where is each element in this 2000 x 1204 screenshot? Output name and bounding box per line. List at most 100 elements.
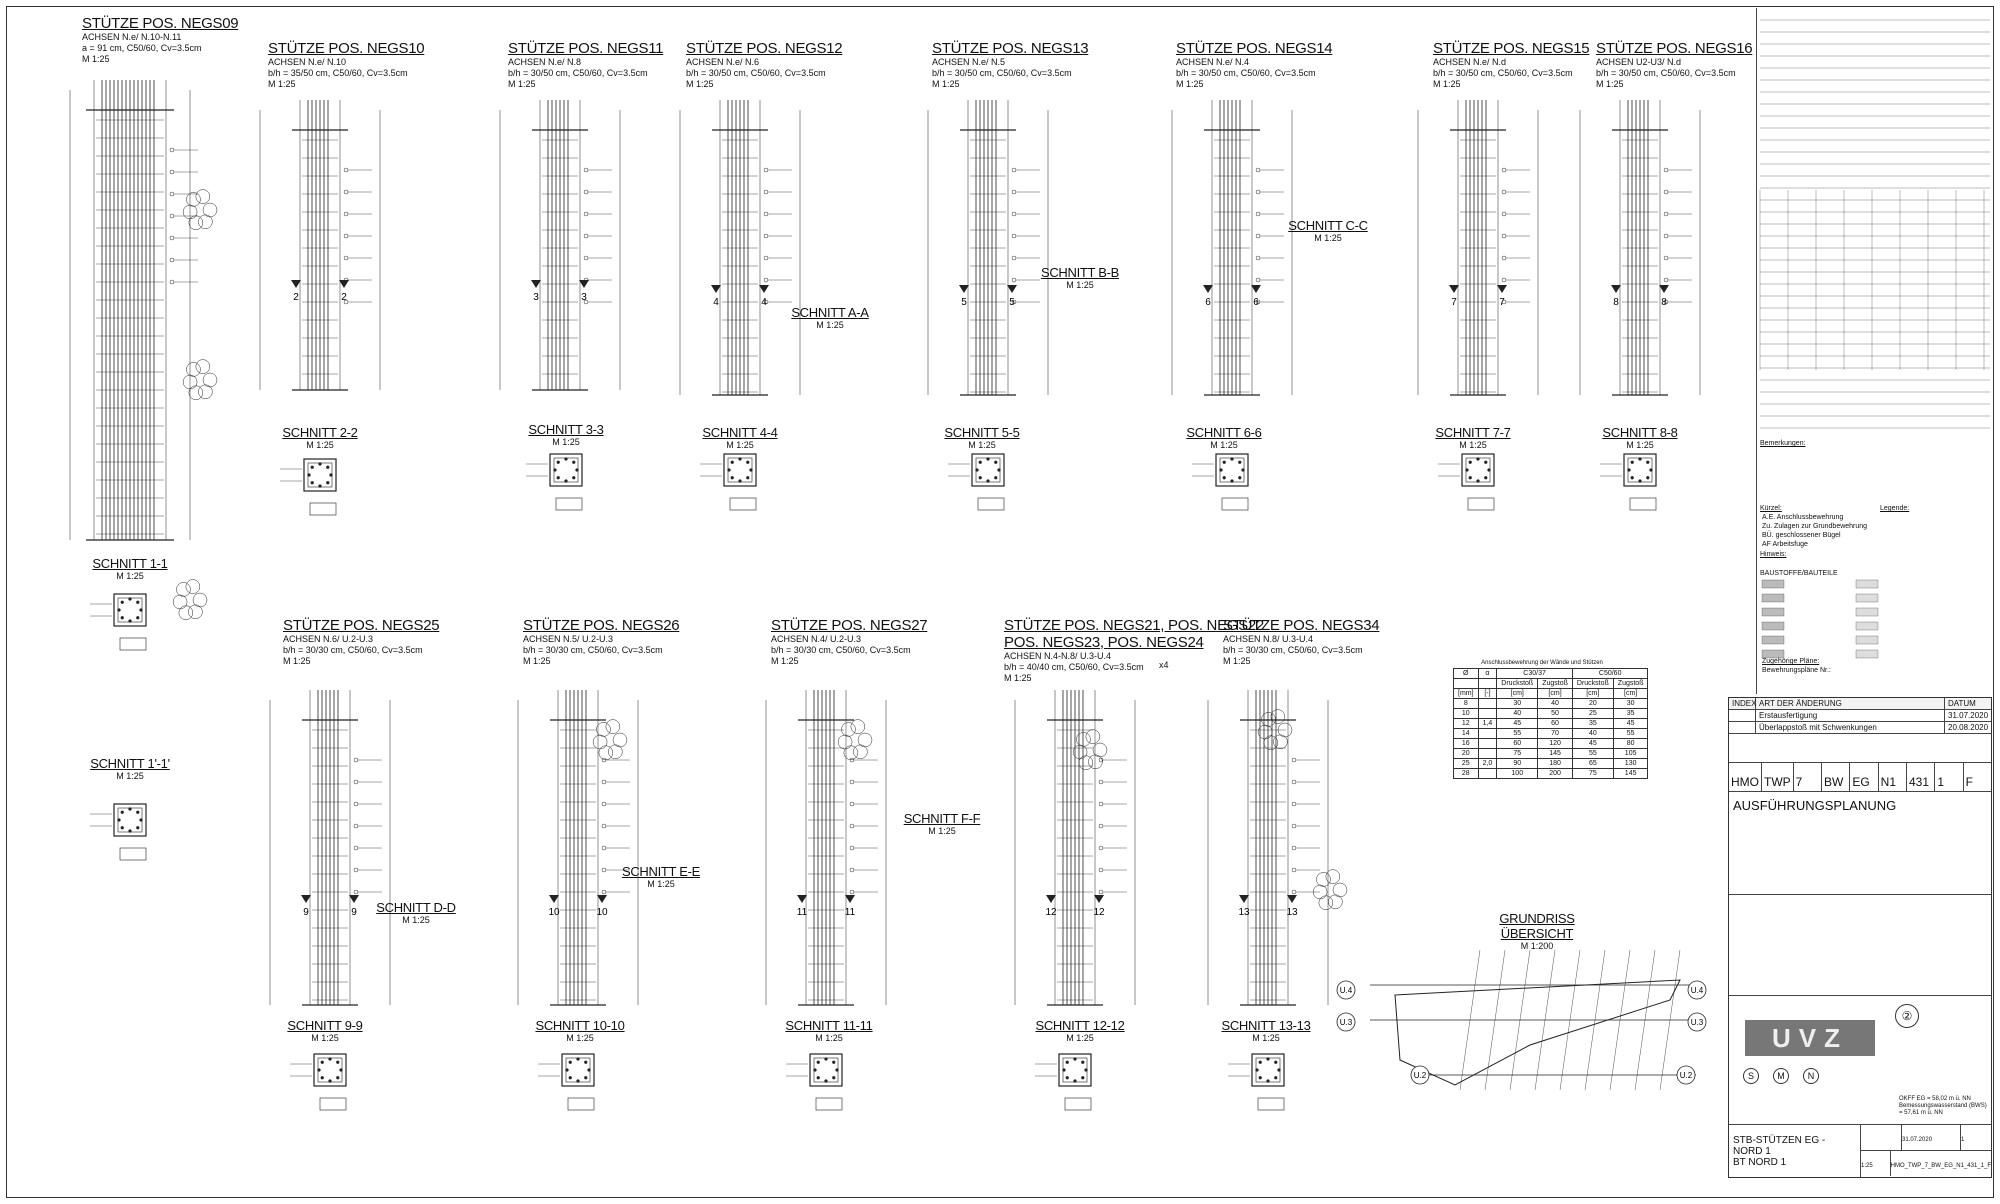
bar-mark — [1098, 823, 1104, 829]
bar-dot — [136, 616, 140, 620]
code-part: N1 — [1879, 763, 1907, 791]
section-outline — [1058, 1053, 1092, 1087]
anchorage-cell: 30 — [1612, 698, 1649, 709]
anchorage-cell: 20 — [1453, 748, 1479, 759]
plan-title: STB-STÜTZEN EG - NORD 1 — [1733, 1135, 1826, 1157]
bar-dot — [564, 479, 568, 483]
bar-mark — [1501, 211, 1507, 217]
bar-dot — [318, 462, 322, 466]
bar-dot — [136, 600, 140, 604]
bar-mark — [601, 801, 607, 807]
bar-mark — [1255, 211, 1261, 217]
stirrup-shape — [567, 1097, 595, 1111]
bar-dot — [1487, 468, 1491, 472]
section-title: SCHNITT A-A — [791, 305, 869, 320]
revision-cloud — [1078, 755, 1094, 770]
revision-cloud — [850, 719, 866, 734]
section-title: SCHNITT B-B — [1040, 265, 1120, 280]
anchorage-cell: 45 — [1612, 718, 1649, 729]
overview-caption: GRUNDRISS ÜBERSICHT M 1:200 — [1462, 911, 1612, 951]
north-label: M — [1773, 1068, 1789, 1084]
bar-dot — [730, 476, 734, 480]
cut-label: 8 — [1661, 297, 1667, 308]
cut-marker — [1497, 285, 1507, 293]
section-scale: M 1:25 — [1066, 1033, 1094, 1043]
axis-label: U.2 — [1680, 1071, 1693, 1080]
column-title: STÜTZE POS. NEGS26 — [523, 617, 680, 634]
bar-mark — [1255, 233, 1261, 239]
axis-bubble — [1687, 1012, 1707, 1032]
meta-scale: 1:25 — [1861, 1151, 1891, 1176]
stirrup-shape — [1467, 497, 1495, 511]
bar-dot — [1084, 1068, 1088, 1072]
bar-dot — [994, 460, 998, 464]
cut-label: 5 — [1009, 297, 1015, 308]
column-header-negs10: STÜTZE POS. NEGS10 ACHSEN N.e/ N.10 b/h … — [268, 40, 425, 90]
material-swatch — [1761, 579, 1785, 589]
bar-mark — [601, 757, 607, 763]
material-swatch — [1855, 649, 1879, 659]
plan-gridline — [1634, 949, 1656, 1091]
revision-cloud — [1316, 872, 1331, 887]
bar-dot — [310, 481, 314, 485]
bar-dot — [564, 457, 568, 461]
column-header-negs27: STÜTZE POS. NEGS27 ACHSEN N.4/ U.2-U.3 b… — [771, 617, 928, 667]
cut-label: 8 — [1613, 297, 1619, 308]
cut-label: 3 — [533, 292, 539, 303]
column-scale: M 1:25 — [508, 79, 536, 89]
anchorage-cell: 40 — [1537, 698, 1573, 709]
cut-label: 13 — [1286, 907, 1298, 918]
cut-label: 2 — [341, 292, 347, 303]
bar-mark — [849, 801, 855, 807]
cut-marker — [531, 280, 541, 288]
anchorage-cell: 100 — [1496, 768, 1539, 779]
column-dim: b/h = 30/50 cm, C50/60, Cv=3.5cm — [508, 68, 648, 78]
bar-mark — [1663, 167, 1669, 173]
cut-marker — [301, 895, 311, 903]
bar-dot — [1081, 1076, 1085, 1080]
anchorage-cell: 55 — [1612, 728, 1649, 739]
section-scale: M 1:25 — [928, 826, 956, 836]
bar-dot — [1476, 457, 1480, 461]
unit-cell: [cm] — [1612, 688, 1649, 699]
bar-dot — [326, 481, 330, 485]
cut-marker — [959, 285, 969, 293]
baustoff-title: BAUSTOFFE/BAUTEILE — [1760, 570, 1838, 577]
bar-mark — [1501, 255, 1507, 261]
unit-cell: [cm] — [1496, 688, 1539, 699]
anchorage-cell: 12 — [1453, 718, 1479, 729]
revision-cloud — [188, 385, 204, 400]
stirrup-shape — [119, 637, 147, 651]
kuerzel-item: Zu. Zulagen zur Grundbewehrung — [1762, 523, 1868, 530]
plan-subtitle: BT NORD 1 — [1733, 1157, 1787, 1168]
bar-dot — [1255, 1068, 1259, 1072]
bar-dot — [128, 807, 132, 811]
revision-cloud — [188, 215, 204, 230]
bar-dot — [1266, 1079, 1270, 1083]
cut-label: 11 — [797, 907, 808, 918]
bar-mark — [583, 211, 589, 217]
plan-title-box: STB-STÜTZEN EG - NORD 1 BT NORD 1 — [1729, 1125, 1861, 1177]
column-axes: ACHSEN N.6/ U.2-U.3 — [283, 634, 374, 644]
material-swatch — [1855, 607, 1879, 617]
column-scale: M 1:25 — [82, 54, 110, 64]
column-scale: M 1:25 — [1004, 673, 1032, 683]
cut-label: 4 — [761, 297, 767, 308]
column-header-negs16: STÜTZE POS. NEGS16 ACHSEN U2-U3/ N.d b/h… — [1596, 40, 1753, 90]
anchorage-cell: 90 — [1496, 758, 1539, 769]
bar-mark — [1501, 233, 1507, 239]
column-scale: M 1:25 — [1176, 79, 1204, 89]
bar-dot — [730, 460, 734, 464]
anchorage-cell: 35 — [1571, 718, 1614, 729]
bar-dot — [1468, 476, 1472, 480]
planning-phase: AUSFÜHRUNGSPLANUNG — [1729, 792, 1991, 895]
anchorage-cell: 145 — [1612, 768, 1649, 779]
date-cell: 20.08.2020 — [1948, 723, 1989, 732]
kuerzel-list: A.E. Anschlussbewehrung Zu. Zulagen zur … — [1762, 513, 1867, 549]
bar-dot — [746, 476, 750, 480]
